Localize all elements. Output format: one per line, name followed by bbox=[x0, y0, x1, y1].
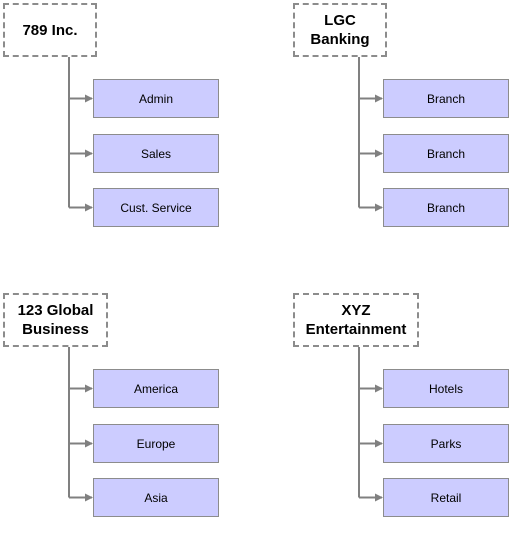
department-box-branch-3: Branch bbox=[383, 188, 509, 227]
org-group-xyz-entertainment: XYZ Entertainment Hotels Parks Retail bbox=[290, 290, 512, 550]
org-group-789-inc: 789 Inc. Admin Sales Cust. Service bbox=[0, 0, 256, 260]
parent-company-box: LGC Banking bbox=[293, 3, 387, 57]
connector-lines bbox=[68, 57, 93, 212]
org-group-123-global-business: 123 Global Business America Europe Asia bbox=[0, 290, 256, 550]
department-box-sales: Sales bbox=[93, 134, 219, 173]
parent-company-box: 789 Inc. bbox=[3, 3, 97, 57]
department-box-asia: Asia bbox=[93, 478, 219, 517]
connector-lines bbox=[68, 347, 93, 502]
department-box-europe: Europe bbox=[93, 424, 219, 463]
connector-lines bbox=[358, 57, 383, 212]
department-box-branch-1: Branch bbox=[383, 79, 509, 118]
department-box-branch-2: Branch bbox=[383, 134, 509, 173]
department-box-cust-service: Cust. Service bbox=[93, 188, 219, 227]
department-box-admin: Admin bbox=[93, 79, 219, 118]
department-box-america: America bbox=[93, 369, 219, 408]
department-box-parks: Parks bbox=[383, 424, 509, 463]
connector-lines bbox=[358, 347, 383, 502]
department-box-hotels: Hotels bbox=[383, 369, 509, 408]
department-box-retail: Retail bbox=[383, 478, 509, 517]
parent-company-box: 123 Global Business bbox=[3, 293, 108, 347]
org-group-lgc-banking: LGC Banking Branch Branch Branch bbox=[290, 0, 512, 260]
org-chart-diagram: 789 Inc. Admin Sales Cust. Service LGC B… bbox=[0, 0, 512, 517]
parent-company-box: XYZ Entertainment bbox=[293, 293, 419, 347]
